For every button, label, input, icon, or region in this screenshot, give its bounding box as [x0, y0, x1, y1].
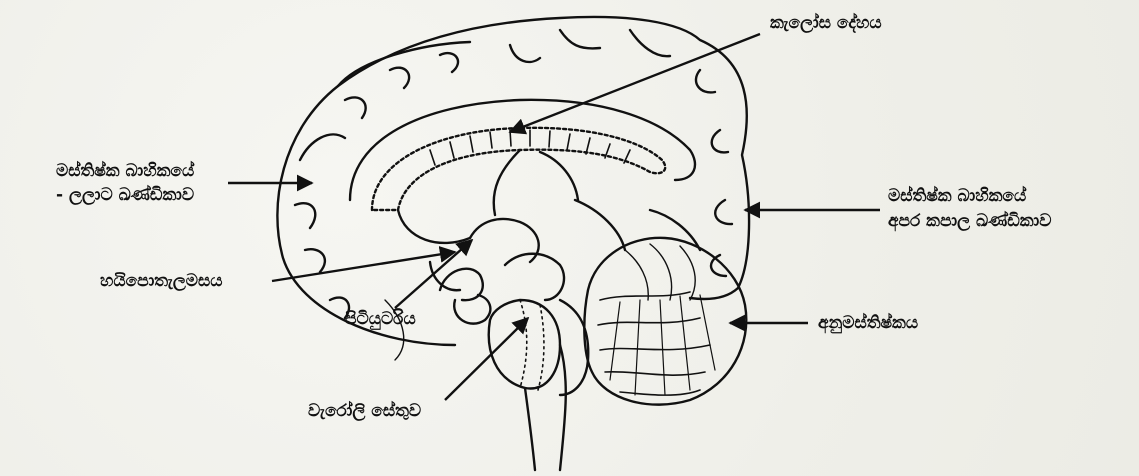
label-pituitary: පිටියුටරිය — [345, 308, 416, 331]
label-occipital-lobe-line2: අපර කපාල ඛණ්ඩිකාව — [888, 210, 1051, 233]
label-cerebellum: අනුමස්තිෂ්කය — [818, 312, 918, 335]
leader-pons — [445, 318, 528, 400]
label-pons: වැරෝලි සේතුව — [308, 400, 421, 423]
corpus-callosum — [372, 128, 665, 210]
label-hypothalamus: හයිපොතැලමසය — [100, 270, 222, 293]
label-occipital-lobe-line1: මස්තිෂ්ක බාහිකයේ — [888, 185, 1026, 208]
medulla — [525, 345, 566, 470]
label-frontal-lobe-line2: - ලලාට ඛණ්ඩිකාව — [56, 184, 194, 207]
leader-pituitary — [395, 240, 472, 308]
label-corpus-callosum: කැලෝස දේහය — [770, 12, 882, 35]
leader-hypothalamus — [272, 252, 455, 281]
leader-corpus-callosum — [510, 34, 760, 132]
label-frontal-lobe-line1: මස්තිෂ්ක බාහිකයේ — [56, 160, 194, 183]
